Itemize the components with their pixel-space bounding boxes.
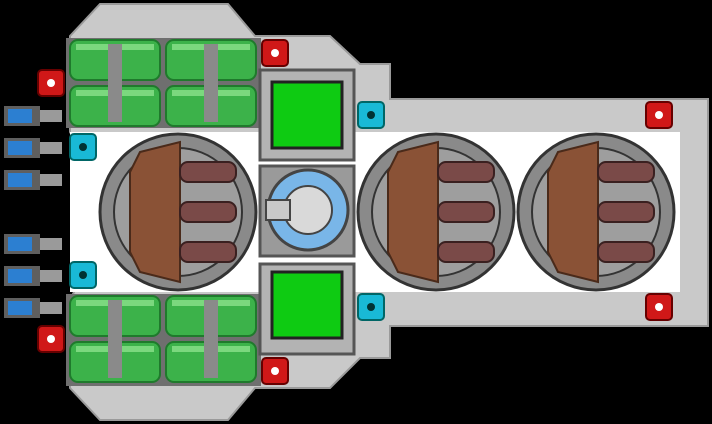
power-node-icon[interactable] — [645, 293, 673, 321]
fuel-tank-bank-top — [66, 38, 261, 128]
power-node-icon[interactable] — [261, 39, 289, 67]
fuel-tank-bank-bottom — [66, 294, 261, 386]
turret-barrel — [597, 161, 655, 183]
turret-barrel — [179, 161, 237, 183]
turret-right[interactable] — [516, 132, 676, 292]
turret-icon — [547, 140, 599, 284]
pipe — [204, 300, 218, 378]
pipe — [108, 300, 122, 378]
turret-barrel — [597, 201, 655, 223]
monitor-screen-icon — [270, 270, 344, 340]
battery-bank-bottom — [4, 234, 62, 318]
battery-bank-top — [4, 106, 62, 190]
sensor-node-icon[interactable] — [357, 293, 385, 321]
battery-cell-icon — [4, 234, 62, 254]
power-node-icon[interactable] — [261, 357, 289, 385]
monitor-screen-top[interactable] — [258, 68, 356, 162]
turret-icon — [387, 140, 439, 284]
sensor-node-icon[interactable] — [69, 133, 97, 161]
battery-cell-icon — [4, 106, 62, 126]
turret-barrel — [179, 201, 237, 223]
pipe — [108, 44, 122, 122]
sensor-node-icon[interactable] — [357, 101, 385, 129]
power-node-icon[interactable] — [37, 69, 65, 97]
sensor-nodes — [69, 101, 385, 321]
power-nodes — [37, 39, 673, 385]
turret-left[interactable] — [98, 132, 258, 292]
power-node-icon[interactable] — [37, 325, 65, 353]
monitor-screen-icon — [270, 80, 344, 150]
battery-cell-icon — [4, 298, 62, 318]
sensor-node-icon[interactable] — [69, 261, 97, 289]
turret-barrel — [437, 161, 495, 183]
turret-barrel — [437, 201, 495, 223]
turret-barrel — [179, 241, 237, 263]
pipe — [204, 44, 218, 122]
battery-cell-icon — [4, 170, 62, 190]
turret-barrel — [437, 241, 495, 263]
power-node-icon[interactable] — [645, 101, 673, 129]
reactor-core[interactable] — [258, 164, 356, 258]
turret-center[interactable] — [356, 132, 516, 292]
turret-barrel — [597, 241, 655, 263]
battery-cell-icon — [4, 138, 62, 158]
turret-icon — [129, 140, 181, 284]
battery-cell-icon — [4, 266, 62, 286]
monitor-screen-bottom[interactable] — [258, 262, 356, 356]
